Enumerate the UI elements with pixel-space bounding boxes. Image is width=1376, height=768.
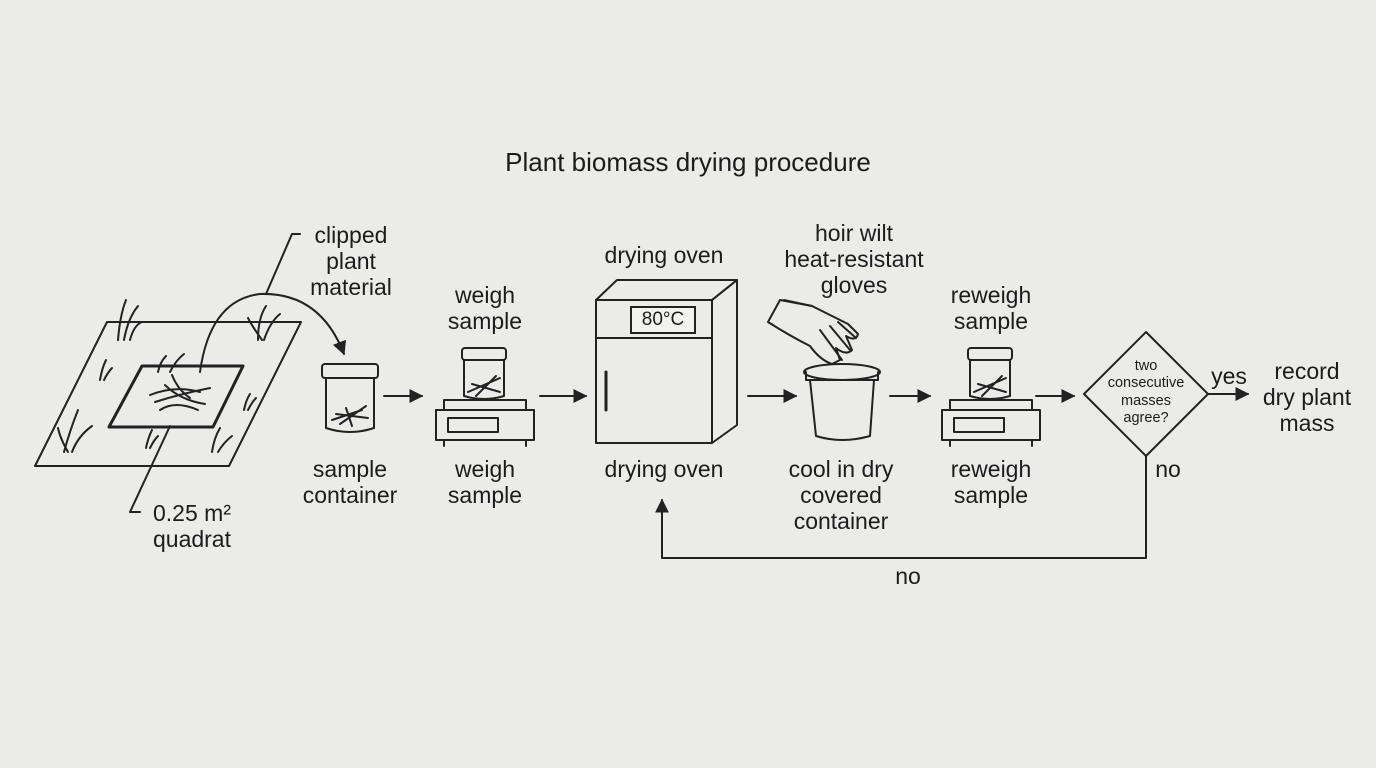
decision-text: two consecutive masses agree? (1107, 358, 1185, 427)
record-dry-mass-label: record dry plant mass (1262, 358, 1352, 437)
quadrat-label: 0.25 m² quadrat (152, 500, 231, 553)
yes-label: yes (1211, 363, 1247, 389)
scale-icon (941, 347, 1041, 447)
reweigh-sample-top-label: reweigh sample (950, 282, 1032, 335)
sample-container-label: sample container (302, 456, 398, 509)
drying-oven-bottom-label: drying oven (604, 456, 724, 482)
weigh-sample-bottom-label: weigh sample (447, 456, 523, 509)
no-loop-label: no (895, 563, 921, 589)
drying-oven-icon (595, 279, 738, 444)
clipped-plant-material-label: clipped plant material (310, 222, 392, 301)
cool-container-label: cool in dry covered container (788, 456, 894, 535)
scale-icon (435, 347, 535, 447)
no-side-label: no (1155, 456, 1181, 482)
reweigh-sample-bottom-label: reweigh sample (950, 456, 1032, 509)
diagram-title: Plant biomass drying procedure (505, 147, 871, 177)
quadrat-field-icon (34, 233, 302, 513)
flow-arrows (383, 387, 1250, 559)
gloves-note-label: hoir wilt heat-resistant gloves (784, 220, 924, 299)
oven-temperature-display: 80°C (630, 306, 696, 334)
sample-jar-icon (321, 363, 379, 433)
drying-oven-top-label: drying oven (604, 242, 724, 268)
weigh-sample-top-label: weigh sample (447, 282, 523, 335)
glove-icon (767, 299, 859, 365)
cooling-bucket-icon (803, 363, 881, 441)
